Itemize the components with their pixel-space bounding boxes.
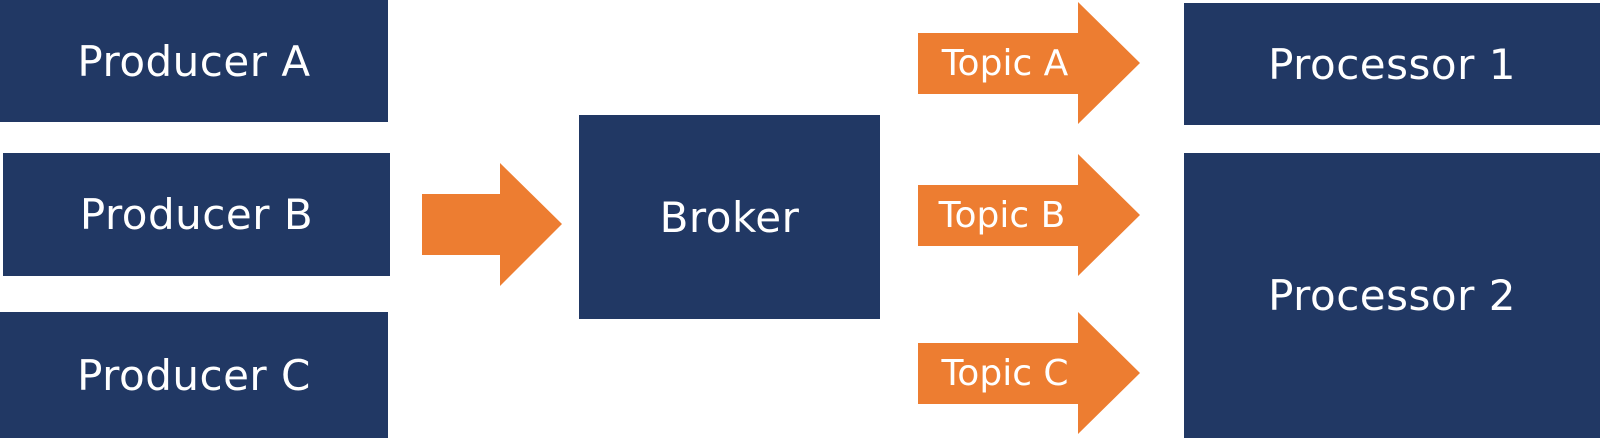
topic-a-arrow-shape: [918, 2, 1140, 124]
broker-box: Broker: [579, 115, 880, 319]
topic-a-arrow: Topic A: [918, 2, 1140, 124]
topic-b-arrow: Topic B: [918, 154, 1140, 276]
topic-b-label: Topic B: [938, 195, 1066, 236]
topic-c-arrow: Topic C: [918, 312, 1140, 434]
processor-2-box: Processor 2: [1184, 153, 1600, 438]
producer-a-label: Producer A: [77, 36, 311, 86]
topic-b-arrow-shape: [918, 154, 1140, 276]
broker-label: Broker: [659, 192, 800, 242]
producers-to-broker-arrow: [422, 163, 562, 286]
topic-c-arrow-shape: [918, 312, 1140, 434]
producer-b-box: Producer B: [3, 153, 390, 276]
topic-a-label: Topic A: [941, 43, 1069, 84]
processor-1-label: Processor 1: [1268, 39, 1516, 89]
processor-1-box: Processor 1: [1184, 3, 1600, 125]
producer-c-label: Producer C: [77, 350, 311, 400]
processor-2-label: Processor 2: [1268, 271, 1516, 320]
producer-a-box: Producer A: [0, 0, 388, 122]
arrow-shape: [422, 163, 562, 286]
producer-b-label: Producer B: [79, 190, 314, 239]
topic-c-label: Topic C: [941, 353, 1069, 394]
producer-c-box: Producer C: [0, 312, 388, 438]
